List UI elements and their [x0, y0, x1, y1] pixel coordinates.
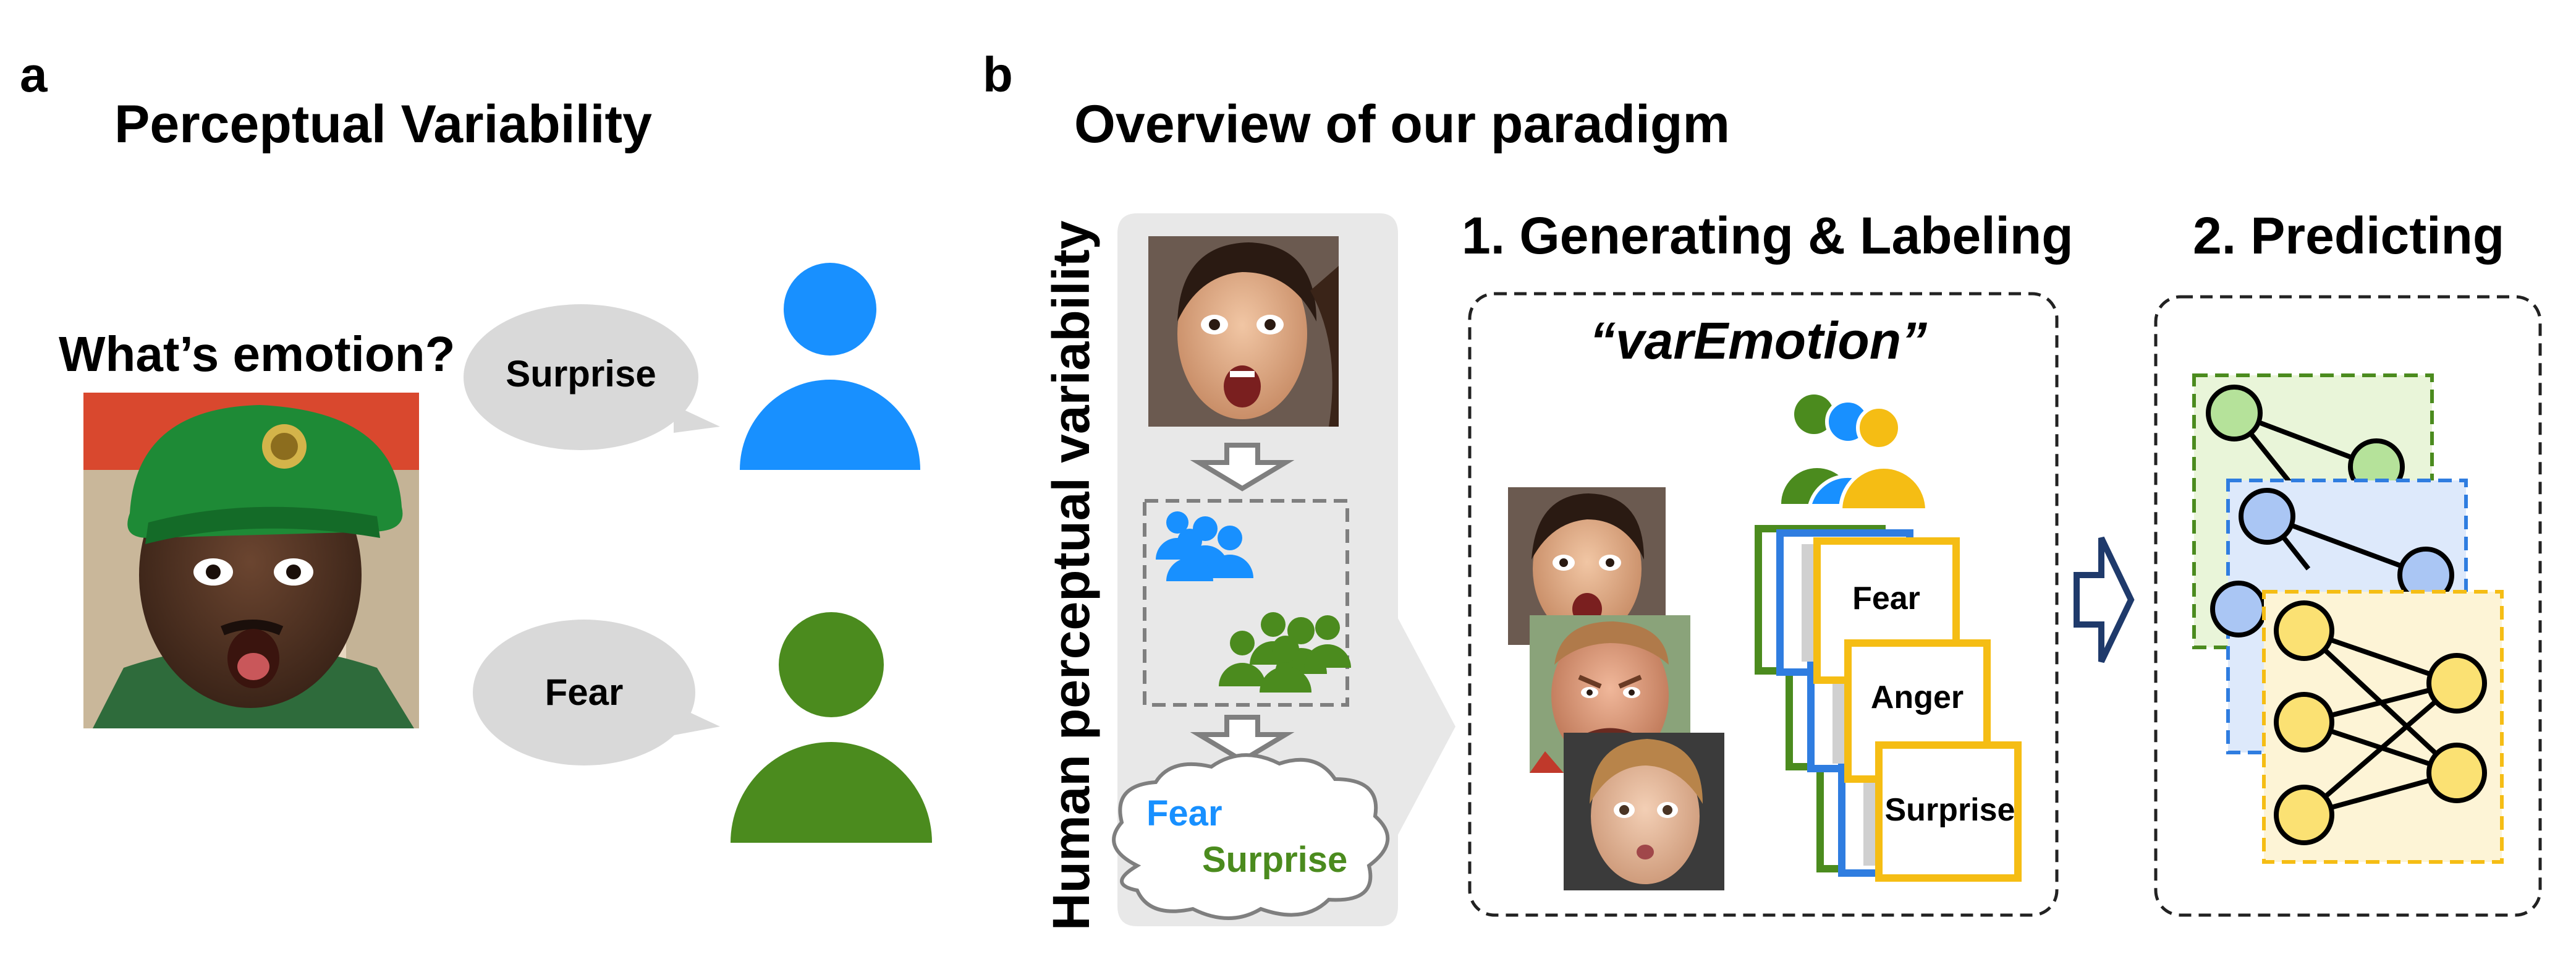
network-card-yellow [2262, 590, 2504, 864]
person-icon-green [731, 612, 932, 843]
bubble-fear-label: Fear [545, 671, 624, 713]
annotator-group-blue-icon [1156, 511, 1253, 581]
down-arrow-2 [1190, 715, 1295, 764]
speech-bubble-fear: Fear [473, 620, 720, 765]
speech-bubble-surprise: Surprise [464, 304, 720, 450]
right-arrow [2074, 536, 2135, 663]
cloud-label-surprise: Surprise [1202, 840, 1347, 880]
nn-input-node-1 [2274, 600, 2334, 661]
label-card-surprise [1875, 741, 2022, 882]
annotator-group-green-icon [1219, 612, 1351, 693]
panel-b-letter: b [983, 47, 1013, 102]
dataset-name: “varEmotion” [1590, 312, 1927, 370]
step1-title: 1. Generating & Labeling [1462, 207, 2074, 265]
annotator-groups-box [1143, 499, 1349, 707]
question-label: What’s emotion? [59, 326, 455, 382]
step2-title: 2. Predicting [2193, 207, 2504, 265]
nn-output-node-1 [2426, 653, 2487, 714]
nn-input-node-2 [2274, 692, 2334, 752]
bubble-surprise-label: Surprise [506, 353, 656, 394]
card-label-anger: Anger [1871, 680, 1964, 715]
panel-a-letter: a [20, 47, 48, 102]
panel-a: a Perceptual Variability What’s emotion? [20, 47, 932, 843]
nn-input-node-3 [2274, 785, 2334, 845]
card-label-surprise: Surprise [1885, 792, 2015, 828]
face-photo-woman-top [1148, 236, 1339, 427]
annotator-crowd-icon [1781, 394, 1930, 512]
face-photo-man-beret [83, 393, 419, 728]
cloud-label-fear: Fear [1146, 793, 1222, 833]
label-cards-stack: Fear Anger Surprise [1755, 525, 2022, 882]
panel-b-title: Overview of our paradigm [1074, 95, 1730, 154]
down-arrow-1 [1190, 443, 1295, 492]
vertical-label-human-perceptual-variability: Human perceptual variability [1042, 220, 1100, 931]
card-label-fear: Fear [1852, 581, 1920, 616]
panel-b: b Overview of our paradigm Human percept… [983, 47, 2542, 931]
panel-a-title: Perceptual Variability [114, 95, 652, 154]
person-icon-blue [740, 263, 920, 470]
label-cloud: Fear Surprise [1112, 753, 1390, 920]
nn-output-node-2 [2426, 743, 2487, 803]
face-photo-girl [1564, 733, 1724, 890]
